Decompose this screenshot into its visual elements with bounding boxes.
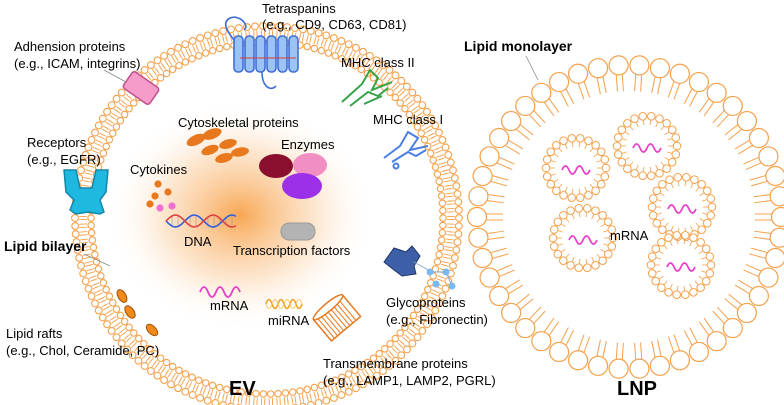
- transmembrane-label: Transmembrane proteins: [323, 356, 468, 371]
- glycoproteins-label: Glycoproteins: [386, 295, 466, 310]
- transcription-factor-icon: [280, 222, 316, 241]
- mhc-class-ii-icon: [341, 68, 393, 107]
- lnp-mrna-icon: [632, 143, 662, 153]
- mirna-label: miRNA: [268, 313, 310, 328]
- lipid-monolayer-leader-line: [525, 55, 539, 81]
- lnp-mrna-label: mRNA: [610, 228, 649, 243]
- lipid-bilayer-leader-line: [83, 253, 111, 267]
- lnp-lipid-monolayer: [466, 55, 784, 379]
- receptor-icon: [63, 169, 109, 215]
- tetraspanins-examples: (e.g., CD9, CD63, CD81): [262, 17, 407, 32]
- ev-title: EV: [229, 378, 256, 400]
- cytokines-label: Cytokines: [130, 162, 188, 177]
- receptors-examples: (e.g., EGFR): [27, 152, 101, 167]
- lnp-mrna-icon: [667, 204, 697, 214]
- glycoprotein-icon: [383, 245, 456, 290]
- lnp-mrna-icon: [561, 165, 591, 175]
- lnp-mrna-icon: [666, 262, 696, 272]
- mhc-class-i-icon: [383, 130, 429, 170]
- glycoproteins-examples: (e.g., Fibronectin): [386, 312, 488, 327]
- adhesion-examples: (e.g., ICAM, integrins): [14, 56, 141, 71]
- mirna-icon: [265, 298, 303, 310]
- ev-cytosol-glow: [105, 100, 375, 330]
- tetraspanin-icon: [224, 16, 299, 90]
- lnp-title: LNP: [617, 378, 657, 400]
- transmembrane-protein-icon: [312, 293, 362, 342]
- enzymes-label: Enzymes: [281, 137, 335, 152]
- lipid-rafts-label: Lipid rafts: [6, 326, 63, 341]
- ev-mrna-icon: [199, 286, 241, 298]
- tetraspanins-label: Tetraspanins: [262, 1, 336, 16]
- transcription-label: Transcription factors: [233, 243, 351, 258]
- lipid-rafts-examples: (e.g., Chol, Ceramide, PC): [6, 343, 160, 358]
- ev-lipid-bilayer: [71, 22, 463, 405]
- enzyme-icon: [259, 153, 327, 199]
- ev-mrna-label: mRNA: [210, 298, 249, 313]
- lipid-monolayer-label: Lipid monolayer: [464, 38, 573, 54]
- lnp-inner-vesicles: [541, 112, 717, 299]
- cytoskeletal-label: Cytoskeletal proteins: [178, 115, 299, 130]
- mhc-class-i-label: MHC class I: [373, 112, 444, 127]
- cytokine-icons: [146, 180, 176, 212]
- mhc-class-ii-label: MHC class II: [341, 55, 415, 70]
- lipid-raft-icons: [116, 289, 159, 337]
- adhesion-protein-icon: [122, 71, 160, 105]
- lipid-bilayer-label: Lipid bilayer: [4, 238, 87, 254]
- cytoskeletal-protein-icon: [186, 128, 249, 163]
- adhesion-label: Adhension proteins: [14, 39, 126, 54]
- lnp-mrna-icon: [568, 235, 598, 245]
- dna-icon: [165, 214, 237, 228]
- dna-label: DNA: [184, 234, 212, 249]
- adhesion-leader-line: [103, 69, 127, 83]
- transmembrane-examples: (e.g., LAMP1, LAMP2, PGRL): [323, 373, 496, 388]
- receptors-label: Receptors: [27, 135, 87, 150]
